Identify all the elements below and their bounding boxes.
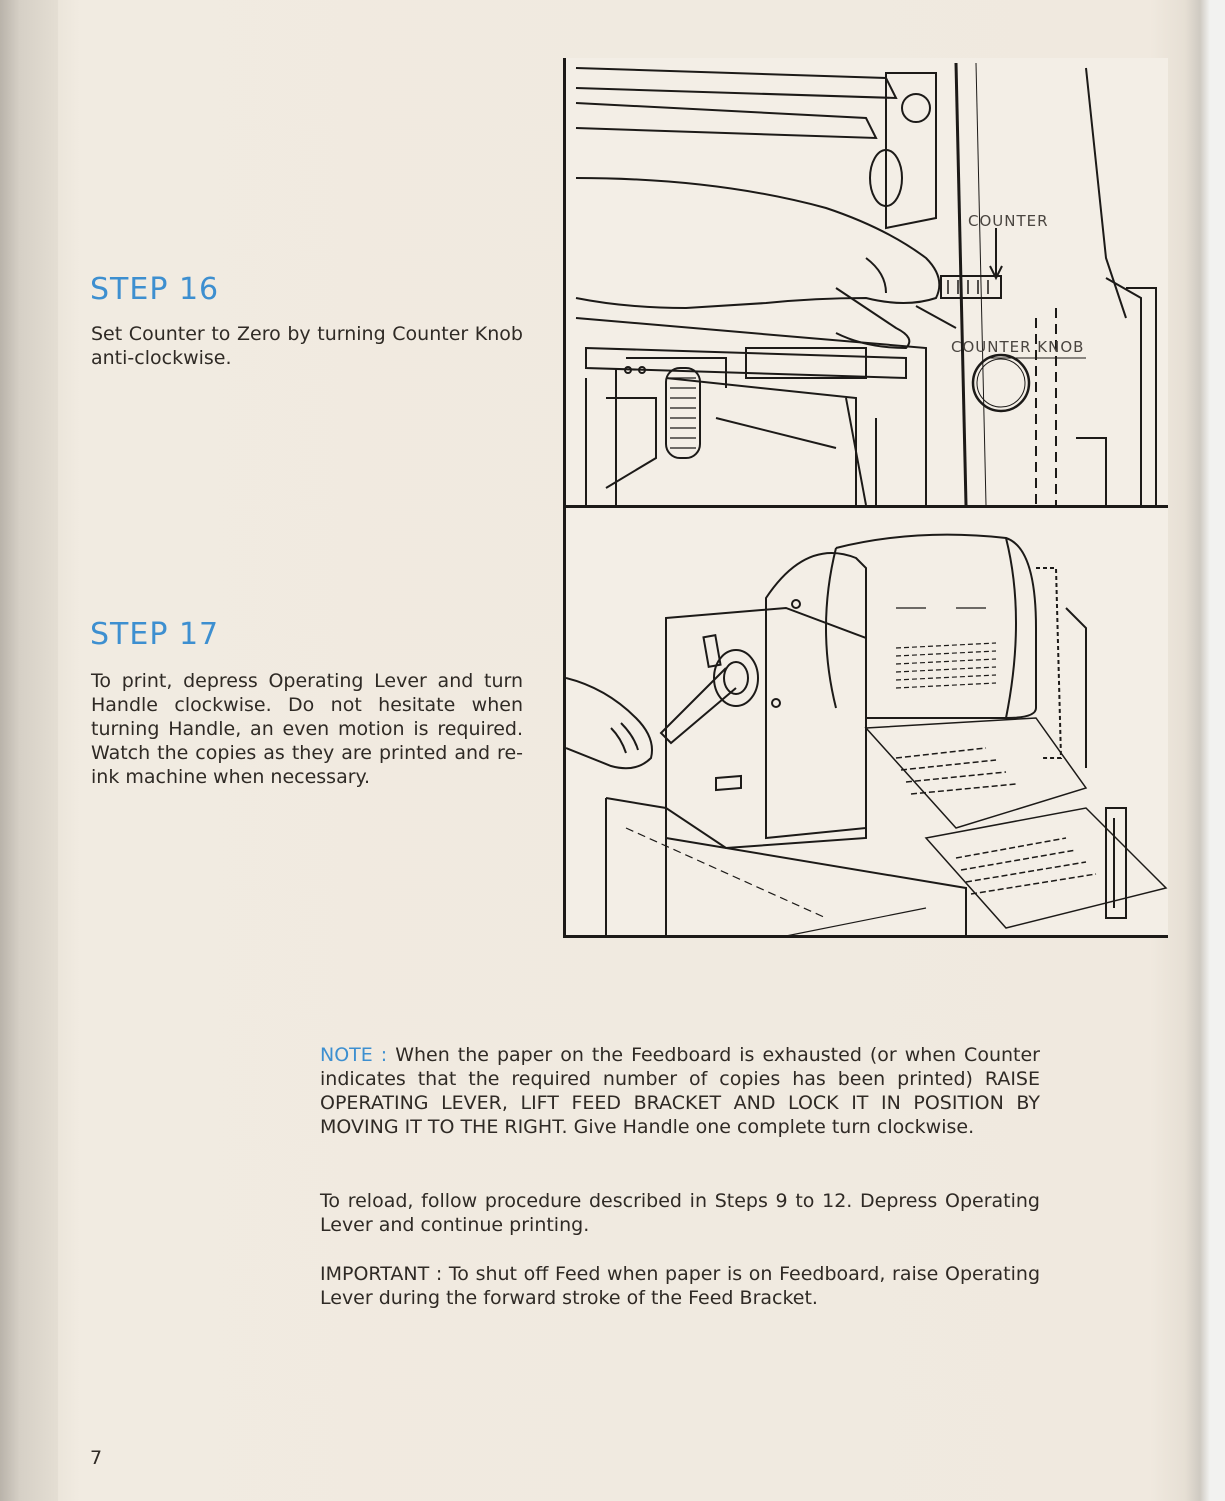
counter-knob-label: COUNTER KNOB xyxy=(951,338,1084,356)
printing-machine-drawing xyxy=(565,533,1168,937)
counter-illustration: COUNTER COUNTER KNOB xyxy=(563,58,1168,508)
note-label: NOTE : xyxy=(320,1044,388,1066)
counter-drawing: COUNTER COUNTER KNOB xyxy=(575,62,1157,506)
step-17-title: STEP 17 xyxy=(90,617,220,652)
counter-label: COUNTER xyxy=(968,212,1049,230)
reload-paragraph: To reload, follow procedure described in… xyxy=(320,1190,1040,1236)
step-17-text: To print, depress Operating Lever and tu… xyxy=(91,670,523,788)
note-text: When the paper on the Feedboard is exhau… xyxy=(320,1044,1040,1138)
important-paragraph: IMPORTANT : To shut off Feed when paper … xyxy=(320,1263,1040,1309)
note-paragraph: NOTE : When the paper on the Feedboard i… xyxy=(320,1043,1040,1139)
printing-machine-illustration xyxy=(563,505,1168,938)
step-16-text: Set Counter to Zero by turning Counter K… xyxy=(91,323,523,369)
step-16-title: STEP 16 xyxy=(90,272,220,307)
book-spine-shadow xyxy=(0,0,58,1501)
page-number: 7 xyxy=(90,1447,103,1469)
